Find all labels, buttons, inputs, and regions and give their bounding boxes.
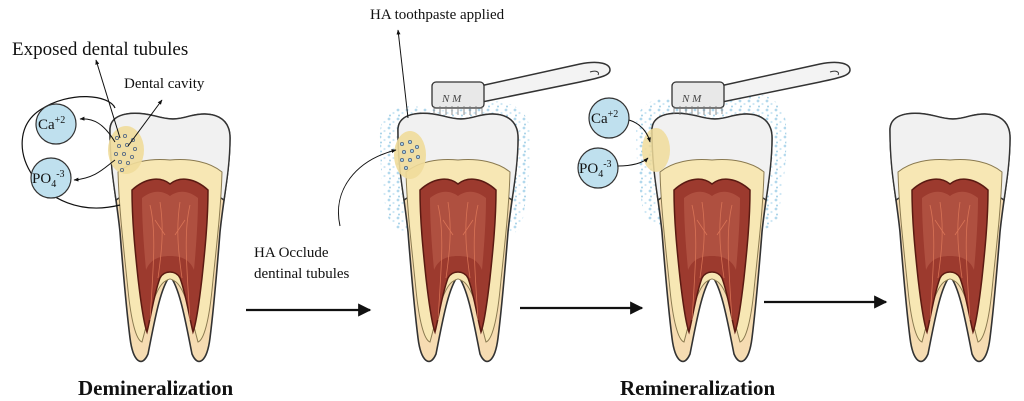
calcium-ion-icon	[35, 103, 77, 145]
toothpaste-pointer	[396, 29, 409, 119]
phosphate-symbol: PO	[32, 171, 52, 187]
phosphate-subscript: 4	[51, 179, 57, 190]
brush-bristle-text: N M	[441, 93, 462, 105]
toothbrush-icon: N M	[431, 61, 611, 116]
phosphate-symbol: PO	[579, 161, 599, 177]
tooth-restored	[889, 112, 1011, 363]
exposed-tubule-dots	[113, 133, 138, 173]
occlude-label-line2: dentinal tubules	[254, 266, 350, 282]
dental-cavity-label: Dental cavity	[124, 76, 205, 92]
tooth-remineralizing	[651, 112, 773, 363]
calcium-charge: +2	[607, 109, 619, 120]
calcium-symbol: Ca	[591, 111, 608, 127]
calcium-ion-icon	[588, 97, 630, 139]
toothbrush-icon: N M	[671, 61, 851, 116]
stage-title-demineralization: Demineralization	[78, 376, 234, 400]
occluded-tubules-spot	[394, 131, 426, 179]
exposed-tubules-pointer	[95, 59, 121, 139]
phosphate-ion-label: PO4-3	[579, 160, 612, 180]
occluded-tubule-dots	[399, 139, 421, 171]
stage-title-remineralization: Remineralization	[620, 376, 776, 400]
calcium-ion-label: Ca+2	[38, 116, 65, 133]
phosphate-charge: -3	[56, 169, 65, 180]
calcium-release-arrow	[79, 116, 116, 143]
occlude-pointer	[338, 149, 397, 227]
ion-release-arc	[21, 96, 121, 209]
calcium-ion-label: Ca+2	[591, 110, 618, 127]
toothpaste-applied-label: HA toothpaste applied	[370, 7, 505, 23]
phosphate-subscript: 4	[598, 169, 604, 180]
calcium-symbol: Ca	[38, 117, 55, 133]
remineralizing-spot	[642, 128, 670, 172]
phosphate-ion-icon	[30, 157, 72, 199]
calcium-uptake-arrow	[628, 119, 651, 143]
phosphate-charge: -3	[603, 159, 612, 170]
phosphate-uptake-arrow	[617, 157, 649, 167]
exposed-tubules-label: Exposed dental tubules	[12, 39, 189, 60]
phosphate-release-arrow	[73, 159, 116, 182]
dental-cavity-pointer	[127, 99, 163, 147]
calcium-charge: +2	[54, 115, 66, 126]
occlude-label-line1: HA Occlude	[254, 245, 329, 261]
brush-bristle-text: N M	[681, 93, 702, 105]
phosphate-ion-icon	[577, 147, 619, 189]
phosphate-ion-label: PO4-3	[32, 170, 65, 190]
dental-cavity-spot	[108, 126, 144, 174]
